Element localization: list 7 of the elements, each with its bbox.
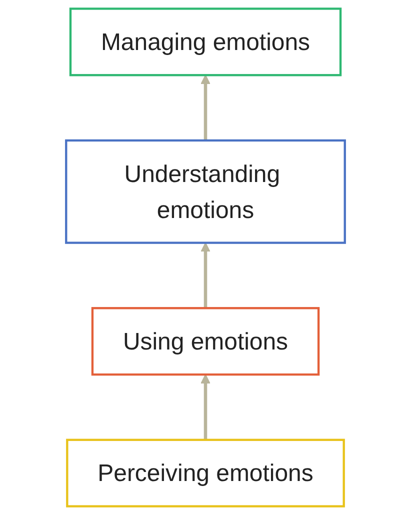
arrow bbox=[200, 374, 210, 440]
node-box: Managing emotions bbox=[69, 8, 342, 76]
node-box: Understanding emotions bbox=[65, 139, 346, 244]
node-box: Using emotions bbox=[91, 307, 320, 376]
node-box: Perceiving emotions bbox=[66, 438, 345, 508]
arrow bbox=[200, 242, 210, 308]
arrow bbox=[200, 74, 210, 140]
